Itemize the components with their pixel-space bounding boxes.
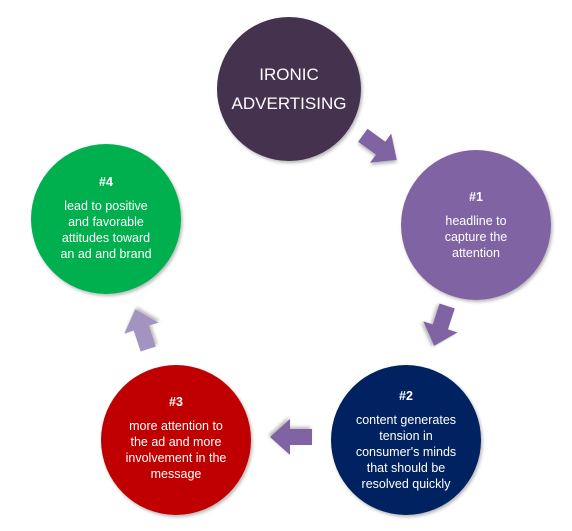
step-1-line: attention bbox=[452, 246, 500, 260]
step-1-circle bbox=[401, 150, 551, 300]
center-label-line-2: ADVERTISING bbox=[231, 94, 347, 113]
step-4-line: and favorable bbox=[68, 215, 144, 229]
step-3-number: #3 bbox=[169, 395, 183, 409]
center-label-line-1: IRONIC bbox=[259, 65, 319, 84]
step-1-line: headline to bbox=[445, 214, 507, 228]
step-3-circle bbox=[101, 365, 251, 515]
step-3-label: #3 more attention to the ad and more inv… bbox=[106, 368, 246, 508]
step-2-line: resolved quickly bbox=[361, 477, 451, 491]
step-4-label: #4 lead to positive and favorable attitu… bbox=[36, 148, 176, 288]
step-2-circle bbox=[331, 365, 481, 515]
center-circle bbox=[217, 17, 361, 161]
step-4-line: lead to positive bbox=[64, 199, 148, 213]
step-1-label: #1 headline to capture the attention bbox=[406, 155, 546, 295]
step-2-line: content generates bbox=[355, 413, 457, 427]
step-2-line: tension in bbox=[379, 429, 433, 443]
arrow-center-to-1 bbox=[358, 128, 397, 163]
step-2-line: that should be bbox=[366, 461, 446, 475]
step-4-line: attitudes toward bbox=[61, 231, 151, 245]
step-3-line: involvement in the bbox=[125, 451, 227, 465]
step-2-number: #2 bbox=[399, 389, 413, 403]
step-1-number: #1 bbox=[469, 190, 483, 204]
step-1-line: capture the bbox=[444, 230, 508, 244]
step-3-line: the ad and more bbox=[130, 435, 222, 449]
step-2-line: consumer's minds bbox=[355, 445, 457, 459]
center-label: IRONIC ADVERTISING bbox=[217, 17, 361, 161]
step-4-number: #4 bbox=[99, 175, 113, 189]
step-4-circle bbox=[31, 144, 181, 294]
step-4-line: an ad and brand bbox=[60, 247, 152, 261]
arrow-2-to-3 bbox=[270, 419, 312, 455]
step-3-line: message bbox=[150, 467, 202, 481]
arrow-3-to-4 bbox=[124, 309, 159, 352]
step-3-line: more attention to bbox=[129, 419, 223, 433]
step-2-label: #2 content generates tension in consumer… bbox=[336, 370, 476, 510]
arrow-1-to-2 bbox=[423, 303, 458, 346]
